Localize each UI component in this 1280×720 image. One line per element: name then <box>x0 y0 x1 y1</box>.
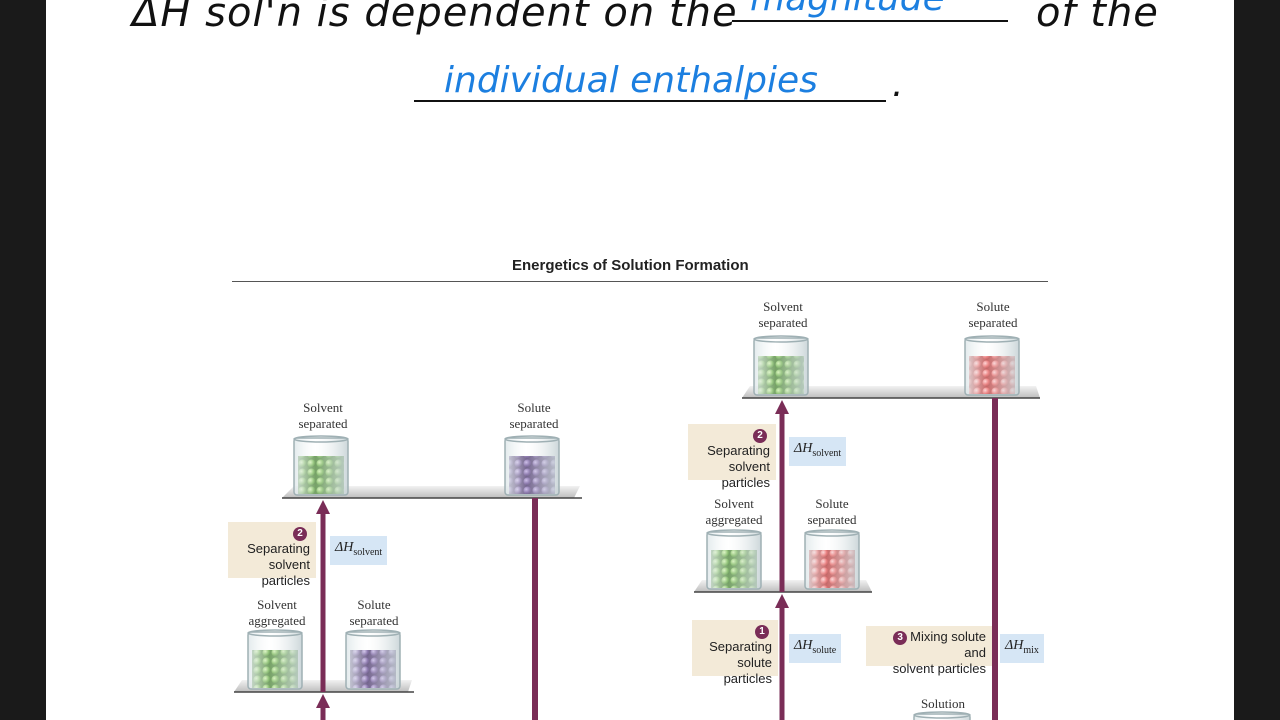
left-dh-solvent: ΔHsolvent <box>330 536 388 565</box>
left-mid-solute-label: Solute separated <box>349 597 399 628</box>
right-step3-number: 3 <box>893 631 908 645</box>
left-line-solute <box>532 498 538 720</box>
left-top-solute-label: Solute separated <box>509 400 559 431</box>
right-step2-number: 2 <box>753 429 767 443</box>
left-top-solvent-label: Solvent separated <box>298 400 348 431</box>
right-mid-solute-label: Solute separated <box>807 496 857 527</box>
figure-title-rule <box>232 281 1048 282</box>
right-arrow-solute <box>775 594 789 720</box>
left-top-solute-beaker <box>504 435 560 496</box>
right-dh-mix: ΔHmix <box>1000 634 1044 663</box>
left-arrow-solvent <box>316 500 330 692</box>
right-top-solute-beaker <box>964 335 1020 396</box>
right-mid-solvent-beaker <box>706 529 762 590</box>
left-mid-solvent-beaker <box>247 629 303 690</box>
right-top-solute-label: Solute separated <box>968 299 1018 330</box>
note-blank2-text: individual enthalpies <box>444 60 818 101</box>
right-top-solvent-beaker <box>753 335 809 396</box>
right-mid-solute-beaker <box>804 529 860 590</box>
figure-title: Energetics of Solution Formation <box>512 257 749 274</box>
note-period: . <box>892 64 905 105</box>
note-line1-prefix: ΔH sol'n is dependent on the <box>132 0 738 36</box>
note-blank2-line <box>414 100 886 102</box>
left-mid-solvent-label: Solvent aggregated <box>248 597 306 628</box>
right-arrow-solvent <box>775 400 789 592</box>
note-blank1-line <box>732 20 1008 22</box>
note-blank1-text: magnitude <box>750 0 945 19</box>
right-step2-box: 2Separating solvent particles <box>688 424 776 490</box>
right-step1-box: 1Separating solute particles <box>692 620 778 686</box>
right-line-mix <box>992 398 998 720</box>
right-solution-beaker-top <box>913 711 971 720</box>
left-step2-box: 2Separating solvent particles <box>228 522 316 588</box>
left-top-solvent-beaker <box>293 435 349 496</box>
page-sheet: ΔH sol'n is dependent on the magnitude o… <box>46 0 1234 720</box>
right-top-solvent-label: Solvent separated <box>758 299 808 330</box>
right-dh-solvent: ΔHsolvent <box>789 437 847 466</box>
right-mid-solvent-label: Solvent aggregated <box>705 496 763 527</box>
left-arrow-lower <box>316 694 330 720</box>
energetics-diagram <box>234 335 1040 720</box>
right-dh-solute: ΔHsolute <box>789 634 842 663</box>
right-step1-number: 1 <box>755 625 769 639</box>
note-line1-suffix: of the <box>1036 0 1159 36</box>
left-mid-solute-beaker <box>345 629 401 690</box>
right-solution-label: Solution <box>920 696 966 711</box>
left-step2-number: 2 <box>293 527 307 541</box>
